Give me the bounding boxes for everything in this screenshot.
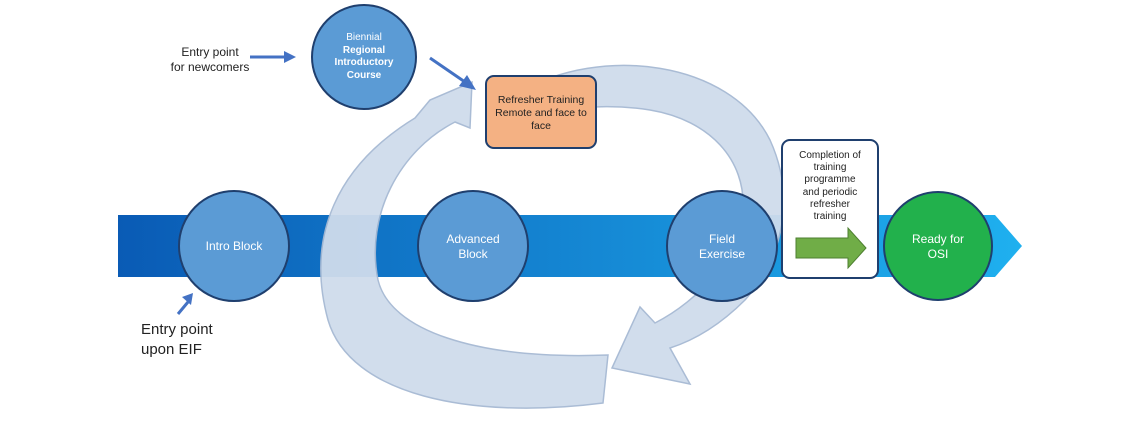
refresher-line2: Remote and face to — [495, 107, 587, 120]
completion-line4: and periodic — [802, 186, 858, 198]
entry-newcomers-line1: Entry point — [181, 45, 239, 59]
ready-line2: OSI — [927, 247, 949, 261]
field-exercise-circle — [666, 190, 778, 302]
refresher-line1: Refresher Training — [497, 94, 585, 106]
completion-line1: Completion of — [799, 150, 861, 161]
field-exercise-label: Field Exercise — [672, 232, 772, 262]
advanced-block-circle — [417, 190, 529, 302]
green-arrow-icon — [795, 226, 867, 270]
advanced-line2: Block — [458, 247, 488, 261]
entry-point-eif-label: Entry point upon EIF — [141, 320, 251, 359]
field-line2: Exercise — [698, 247, 745, 261]
biennial-line3: Introductory — [334, 57, 394, 68]
biennial-course-circle — [311, 4, 417, 110]
ready-for-osi-circle — [883, 191, 993, 301]
biennial-line4: Course — [346, 69, 382, 81]
completion-line6: training — [813, 210, 847, 222]
intro-block-label: Intro Block — [184, 239, 284, 254]
intro-block-text: Intro Block — [205, 239, 263, 253]
ready-line1: Ready for — [911, 232, 965, 246]
cycle-arrow-right — [519, 64, 785, 386]
biennial-line1: Biennial — [346, 32, 382, 43]
arrow-icon — [176, 293, 193, 315]
advanced-line1: Advanced — [446, 232, 500, 246]
biennial-line2: Regional — [342, 44, 386, 56]
completion-line3: programme — [804, 174, 856, 186]
completion-line2: training — [813, 162, 847, 174]
advanced-block-label: Advanced Block — [423, 232, 523, 262]
entry-newcomers-line2: for newcomers — [170, 60, 250, 74]
entry-eif-line2: upon EIF — [141, 340, 202, 358]
refresher-line3: face — [531, 120, 551, 133]
ready-for-osi-label: Ready for OSI — [888, 232, 988, 262]
arrow-icon — [250, 51, 296, 63]
refresher-training-label: Refresher Training Remote and face to fa… — [488, 94, 594, 133]
arrow-icon — [429, 56, 476, 90]
field-line1: Field — [708, 232, 735, 246]
refresher-training-box — [485, 75, 597, 149]
intro-block-circle — [178, 190, 290, 302]
completion-label: Completion of training programme and per… — [784, 150, 876, 223]
biennial-course-label: Biennial Regional Introductory Course — [318, 32, 410, 82]
entry-eif-line1: Entry point — [141, 321, 213, 338]
cycle-arrow-left — [320, 80, 609, 409]
completion-line5: refresher — [809, 198, 850, 210]
entry-point-newcomers-label: Entry point for newcomers — [158, 45, 262, 75]
